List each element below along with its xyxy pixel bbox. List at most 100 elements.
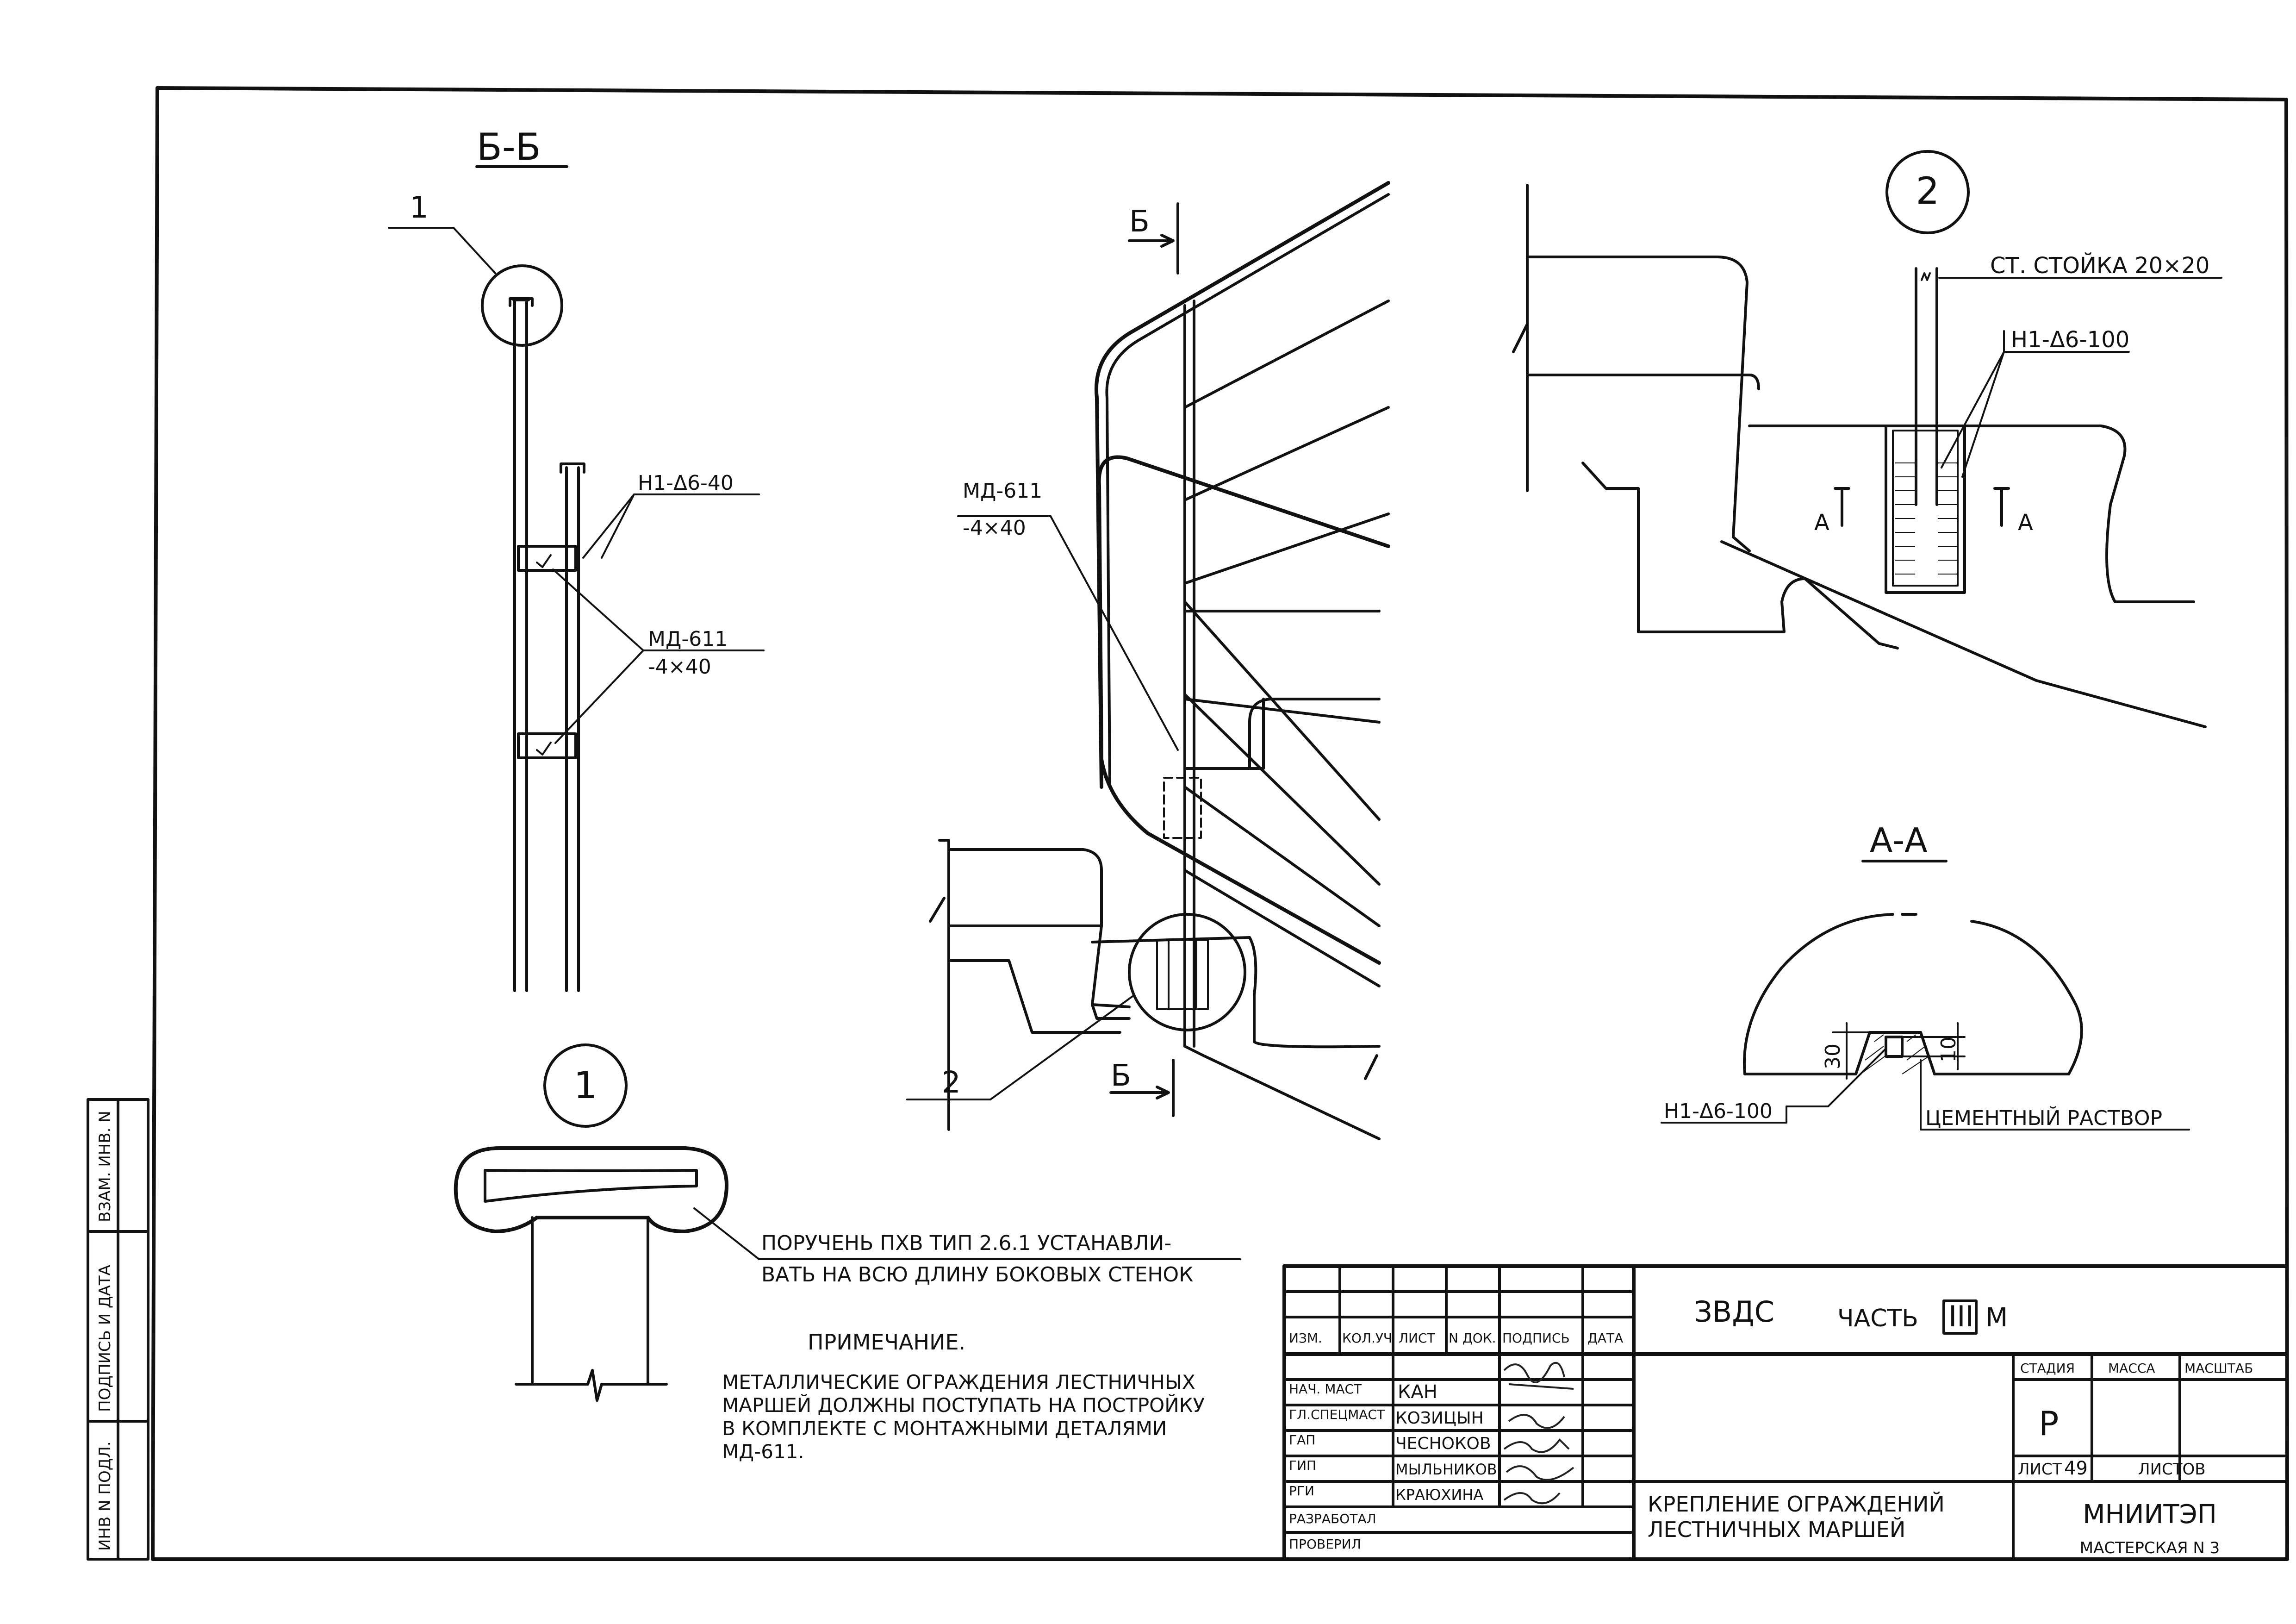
weld-leader xyxy=(601,493,635,559)
side-stamp-cell-replace-inv: ВЗАМ. ИНВ. N xyxy=(96,1111,114,1222)
socket-inner xyxy=(1892,430,1959,587)
frame-border xyxy=(151,86,2289,1561)
baluster-bar xyxy=(1183,786,1381,927)
stage-value: Р xyxy=(2039,1404,2059,1443)
drawing-title-line-1: КРЕПЛЕНИЕ ОГРАЖДЕНИЙ xyxy=(1648,1492,1945,1517)
side-stamp: ВЗАМ. ИНВ. N ПОДПИСЬ И ДАТА ИНВ N ПОДЛ. xyxy=(87,1098,149,1561)
lower-rail xyxy=(1097,455,1390,965)
rev-header-change: ИЗМ. xyxy=(1289,1330,1322,1346)
detail-2-number: 2 xyxy=(1916,169,1940,212)
break-mark xyxy=(1512,323,1529,353)
connection-plate-lower xyxy=(517,732,577,759)
callout-2-circle xyxy=(1128,913,1246,1031)
callout-1-circle xyxy=(481,264,563,347)
section-aa-cement-label: ЦЕМЕНТНЫЙ РАСТВОР xyxy=(1925,1106,2162,1130)
header-scale: МАСШТАБ xyxy=(2184,1361,2253,1376)
detail-1-number-circle xyxy=(543,1043,628,1128)
perspective-plate-label: МД-611 xyxy=(963,479,1042,503)
plate-leader xyxy=(554,650,644,744)
section-bb-plate-label: МД-611 xyxy=(648,627,728,651)
section-aa-title: А-А xyxy=(1870,821,1928,860)
note-line: МАРШЕЙ ДОЛЖНЫ ПОСТУПАТЬ НА ПОСТРОЙКУ xyxy=(722,1393,1205,1417)
detail-2-number-circle xyxy=(1885,150,1970,234)
plate-leader xyxy=(552,568,644,651)
section-bb-callout-1: 1 xyxy=(410,191,429,225)
baluster-bar xyxy=(1183,600,1381,821)
note-line: МД-611. xyxy=(722,1440,804,1463)
role-name: ЧЕСНОКОВ xyxy=(1395,1434,1491,1453)
signature-stroke xyxy=(1503,1492,1561,1505)
weld-leader xyxy=(1941,351,2005,468)
concrete-body-outline xyxy=(1743,913,2083,1075)
section-aa-dim-10: 10 xyxy=(1937,1037,1960,1062)
header-mass: МАССА xyxy=(2108,1361,2155,1376)
perspective-plate-size: -4×40 xyxy=(963,516,1026,540)
socket-profile xyxy=(1854,1031,1936,1075)
note-line: МЕТАЛЛИЧЕСКИЕ ОГРАЖДЕНИЯ ЛЕСТНИЧНЫХ xyxy=(722,1371,1195,1393)
sheet-number: 49 xyxy=(2064,1458,2088,1479)
weld-leader xyxy=(1961,351,2005,478)
signature-stroke xyxy=(1508,1414,1565,1429)
connection-plate-upper xyxy=(517,545,577,572)
handrail-note-line-2: ВАТЬ НА ВСЮ ДЛИНУ БОКОВЫХ СТЕНОК xyxy=(761,1263,1193,1287)
perspective-view: Б Б xyxy=(906,181,1390,1140)
general-note: ПРИМЕЧАНИЕ. МЕТАЛЛИЧЕСКИЕ ОГРАЖДЕНИЯ ЛЕС… xyxy=(722,1330,1205,1463)
handrail-steel-strip xyxy=(484,1169,698,1203)
section-mark-b-top: Б xyxy=(1129,205,1150,239)
section-bb: Б-Б 1 Н1-Δ6-40 МД-611 -4×40 xyxy=(388,125,765,992)
side-stamp-cell-inv-original: ИНВ N ПОДЛ. xyxy=(96,1441,114,1551)
weld-leader xyxy=(1786,1048,1887,1124)
detail-2-section-a-right: А xyxy=(2018,510,2033,536)
perspective-callout-2: 2 xyxy=(942,1066,961,1100)
role-label: РГИ xyxy=(1289,1483,1314,1499)
org-workshop: МАСТЕРСКАЯ N 3 xyxy=(2080,1539,2220,1557)
weld-symbol xyxy=(536,554,552,568)
section-bb-plate-size: -4×40 xyxy=(648,655,711,679)
post-break xyxy=(1921,272,1931,281)
side-stamp-cell-signature-date: ПОДПИСЬ И ДАТА xyxy=(96,1265,114,1412)
post-break-line xyxy=(515,1369,668,1402)
post-section xyxy=(1885,1036,1904,1058)
section-mark-arrowhead xyxy=(1156,1086,1170,1099)
stair-string xyxy=(1183,1045,1381,1140)
signature-stroke xyxy=(1503,1438,1570,1453)
role-label: ГАП xyxy=(1289,1432,1315,1448)
section-aa: А-А 30 10 Н1-Δ6-100 ЦЕМЕНТНЫЙ РАСТВОР xyxy=(1661,821,2190,1131)
anchor-hidden-outline xyxy=(1163,777,1202,839)
break-mark xyxy=(1364,1054,1378,1080)
upper-handrail-inner xyxy=(1105,193,1390,788)
handrail-note-line-1: ПОРУЧЕНЬ ПХВ ТИП 2.6.1 УСТАНАВЛИ- xyxy=(761,1231,1171,1255)
detail-1: 1 ПОРУЧЕНЬ ПХВ ТИП 2.6.1 УСТАНАВЛИ- ВАТЬ… xyxy=(454,1043,1241,1402)
signatures xyxy=(1503,1362,1574,1505)
role-name: КАН xyxy=(1398,1381,1437,1403)
socket-outline xyxy=(1885,425,1966,594)
cement-fill-left xyxy=(1895,462,1915,575)
break-mark xyxy=(929,897,946,923)
project-code: ЗВДС xyxy=(1694,1295,1774,1329)
role-name: КОЗИЦЫН xyxy=(1395,1409,1484,1428)
signature-stroke xyxy=(1503,1362,1574,1390)
section-bb-title: Б-Б xyxy=(477,125,541,169)
detail-1-number: 1 xyxy=(574,1064,597,1107)
sheets-label: ЛИСТОВ xyxy=(2138,1460,2206,1479)
note-heading: ПРИМЕЧАНИЕ. xyxy=(808,1330,965,1355)
stair-step-outline xyxy=(1248,698,1381,770)
cement-hatch xyxy=(1860,1034,1930,1074)
stair-step-outline xyxy=(1091,1003,1131,1020)
section-aa-dim-30: 30 xyxy=(1821,1043,1845,1069)
rev-header-doc: N ДОК. xyxy=(1449,1330,1496,1346)
handrail-leader xyxy=(693,1207,760,1260)
step-profile xyxy=(1526,374,1760,390)
project-suffix: М xyxy=(1985,1303,2008,1333)
baluster-bar xyxy=(1183,693,1381,886)
drawing-title-line-2: ЛЕСТНИЧНЫХ МАРШЕЙ xyxy=(1648,1517,1905,1542)
stair-step-outline xyxy=(947,959,1121,1034)
section-mark-arrowhead xyxy=(1160,234,1175,248)
role-label: НАЧ. МАСТ xyxy=(1289,1381,1362,1397)
signature-stroke xyxy=(1506,1465,1574,1481)
stair-step-outline xyxy=(938,839,1103,1131)
step-profile xyxy=(1526,256,1751,552)
upper-handrail xyxy=(1094,181,1390,789)
role-label: ПРОВЕРИЛ xyxy=(1289,1537,1361,1552)
